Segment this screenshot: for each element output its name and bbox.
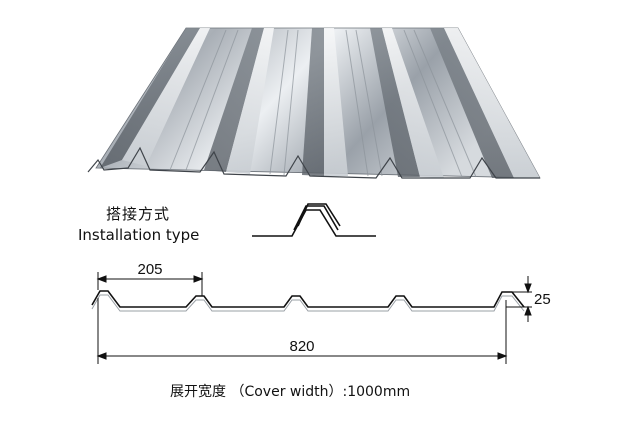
roof-sheet-illustration xyxy=(87,27,541,179)
cover-width-dimension xyxy=(96,298,508,364)
installation-label-cn: 搭接方式 xyxy=(106,205,171,223)
pitch-dimension xyxy=(96,272,204,296)
installation-label-en: Installation type xyxy=(78,226,200,244)
lap-joint-detail xyxy=(252,203,376,237)
height-dimension xyxy=(506,276,532,322)
height-value: 25 xyxy=(534,291,551,308)
cross-section-profile xyxy=(91,290,525,312)
pitch-value: 205 xyxy=(137,261,162,278)
cover-width-caption: 展开宽度 （Cover width）:1000mm xyxy=(170,384,411,400)
cover-width-value: 820 xyxy=(289,338,314,355)
